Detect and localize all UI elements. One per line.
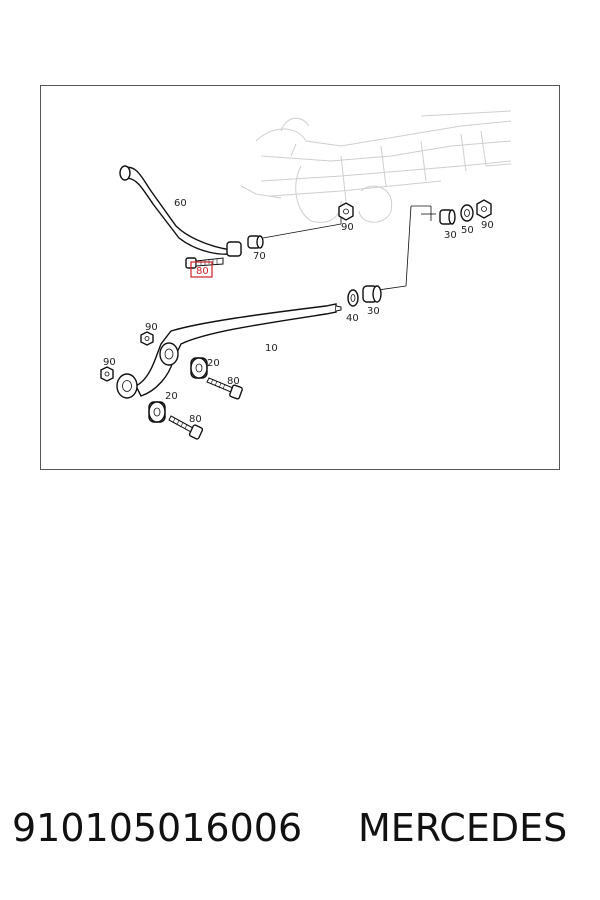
part-50-washer[interactable]	[460, 204, 474, 222]
footer-caption: 910105016006 MERCEDES	[0, 806, 600, 866]
callout-80-mid: 80	[227, 376, 240, 387]
part-90-nut-right[interactable]	[476, 199, 492, 219]
part-60-sway-bar-link[interactable]	[119, 165, 243, 257]
callout-90-right: 90	[481, 220, 494, 231]
callout-80-highlighted: 80	[196, 266, 209, 277]
part-20-bushing-top[interactable]	[190, 357, 208, 379]
callout-90-left-top: 90	[145, 322, 158, 333]
highlight-box	[190, 261, 213, 278]
part-70-bushing[interactable]	[247, 235, 264, 249]
leader-lines	[262, 205, 436, 292]
part-80-bolt-mid[interactable]	[206, 377, 243, 400]
part-40-washer[interactable]	[347, 289, 359, 307]
diagram-frame: 60 80 70 90 30 50 90 40 30 10 90 90 20 8…	[40, 85, 560, 470]
callout-labels: 60 80 70 90 30 50 90 40 30 10 90 90 20 8…	[103, 198, 494, 425]
callout-40: 40	[346, 313, 359, 324]
part-30-bushing-right[interactable]	[439, 209, 456, 225]
callout-50: 50	[461, 225, 474, 236]
brand-name: MERCEDES	[358, 806, 568, 850]
callout-60: 60	[174, 198, 187, 209]
part-20-bushing-bottom[interactable]	[148, 401, 166, 423]
callout-90-top: 90	[341, 222, 354, 233]
callout-30-mid: 30	[367, 306, 380, 317]
callout-80-bottom: 80	[189, 414, 202, 425]
chassis-ghost-outline	[240, 110, 512, 223]
callout-20-top: 20	[207, 358, 220, 369]
callout-70: 70	[253, 251, 266, 262]
part-10-control-arm[interactable]	[116, 303, 342, 399]
exploded-parts-diagram: 60 80 70 90 30 50 90 40 30 10 90 90 20 8…	[100, 110, 512, 440]
part-90-nut-top[interactable]	[338, 202, 354, 221]
callout-90-left: 90	[103, 357, 116, 368]
callout-20-bottom: 20	[165, 391, 178, 402]
part-90-nut-left[interactable]	[100, 366, 114, 382]
part-number: 910105016006	[12, 806, 303, 850]
callout-10: 10	[265, 343, 278, 354]
part-90-nut-left-top[interactable]	[140, 331, 154, 346]
part-80-bolt-bottom[interactable]	[168, 415, 204, 440]
part-30-bushing-mid[interactable]	[362, 285, 382, 303]
callout-30-right: 30	[444, 230, 457, 241]
